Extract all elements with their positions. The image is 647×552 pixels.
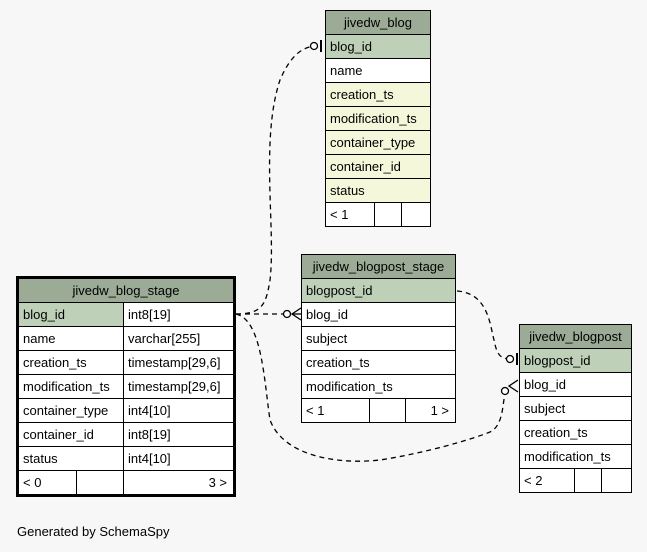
column-cell: modification_ts [302,375,455,398]
generated-by-text: Generated by SchemaSpy [17,524,170,539]
parent-count: < 1 [302,399,369,422]
link-blogpost-stage-to-blogpost [456,290,510,360]
column-type: int8[19] [124,423,233,446]
column-cell: status [326,179,430,202]
column-name: status [19,447,123,470]
column-name: creation_ts [19,351,123,374]
zero-marker [500,386,510,396]
footer-spacer [77,471,123,494]
column-name: container_id [19,423,123,446]
child-count: 1 > [406,399,455,422]
footer-spacer [370,399,405,422]
column-cell: blog_id [520,373,631,396]
link-stage-to-blogpost [235,313,507,462]
column-cell: container_id [326,155,430,178]
column-type: varchar[255] [124,327,233,350]
column-cell: creation_ts [326,83,430,106]
child-count [602,469,631,492]
table-jivedw-blog-stage: jivedw_blog_stage blog_id int8[19] name … [16,276,236,497]
table-title: jivedw_blog_stage [19,279,233,302]
column-type: timestamp[29,6] [124,351,233,374]
column-cell: subject [520,397,631,420]
zero-marker [309,41,319,51]
crowfoot-marker [507,379,519,393]
table-title: jivedw_blogpost_stage [302,255,455,278]
column-cell: subject [302,327,455,350]
link-stage-to-blog [235,45,319,315]
column-cell: blog_id [302,303,455,326]
column-type: int4[10] [124,399,233,422]
column-type: int8[19] [124,303,233,326]
column-name: container_type [19,399,123,422]
column-cell: name [326,59,430,82]
column-cell: blog_id [326,35,430,58]
parent-count: < 0 [19,471,76,494]
table-jivedw-blog: jivedw_blog blog_id name creation_ts mod… [325,10,431,227]
column-name: modification_ts [19,375,123,398]
child-count: 3 > [124,471,233,494]
table-title: jivedw_blog [326,11,430,34]
column-cell: blogpost_id [302,279,455,302]
table-jivedw-blogpost-stage: jivedw_blogpost_stage blogpost_id blog_i… [301,254,456,423]
column-name: blog_id [19,303,123,326]
child-count [402,203,430,226]
zero-marker [505,354,515,364]
column-cell: modification_ts [326,107,430,130]
column-type: int4[10] [124,447,233,470]
table-title: jivedw_blogpost [520,325,631,348]
column-cell: modification_ts [520,445,631,468]
column-name: name [19,327,123,350]
column-cell: blogpost_id [520,349,631,372]
footer-spacer [575,469,601,492]
parent-count: < 1 [326,203,374,226]
zero-marker [282,309,292,319]
footer-spacer [375,203,401,226]
column-type: timestamp[29,6] [124,375,233,398]
column-cell: creation_ts [520,421,631,444]
column-cell: creation_ts [302,351,455,374]
parent-count: < 2 [520,469,574,492]
table-jivedw-blogpost: jivedw_blogpost blogpost_id blog_id subj… [519,324,632,493]
column-cell: container_type [326,131,430,154]
